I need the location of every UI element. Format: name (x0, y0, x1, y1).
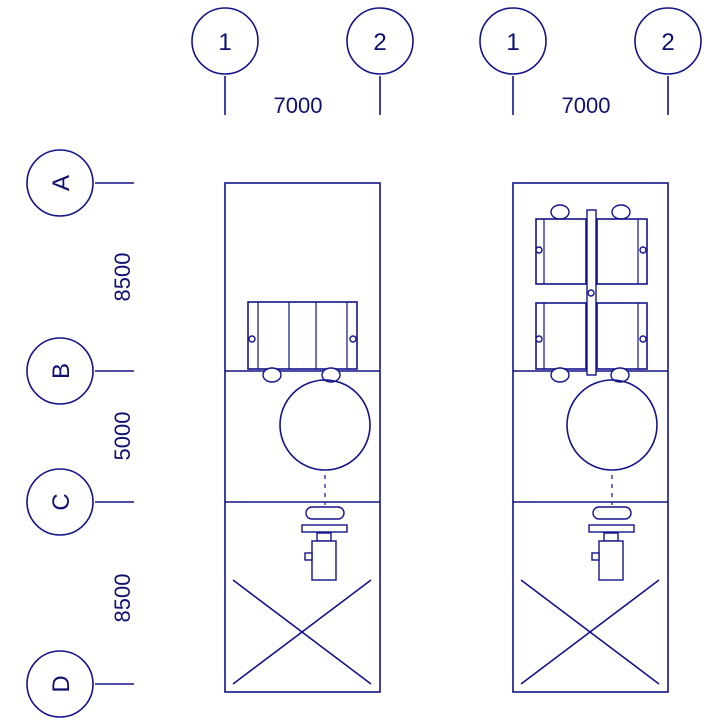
rail-pin (587, 289, 595, 297)
terminal-box (591, 552, 600, 561)
axis-bubble (26, 468, 94, 536)
dimension-bay-right: 7000 (562, 93, 611, 118)
axis-bubble (479, 7, 547, 75)
equipment-unit-lower (535, 302, 648, 383)
column-axis-right-1: 1 (479, 7, 547, 115)
axis-bubble (26, 149, 94, 217)
base-plate (588, 524, 635, 533)
axis-bubble (26, 337, 94, 405)
dimension-span-bc: 5000 (110, 412, 135, 461)
wheel-right (321, 367, 341, 383)
motor-assembly (301, 506, 348, 581)
void-cross (520, 579, 660, 685)
dimension-bay-left: 7000 (274, 93, 323, 118)
axis-label: D (48, 675, 75, 692)
axis-label: C (48, 493, 75, 510)
coupling (592, 506, 632, 520)
row-axis-d: D (26, 650, 134, 718)
bay-outline (512, 182, 669, 693)
flange (603, 532, 619, 542)
tank-circle (566, 379, 658, 471)
plan-left (224, 182, 381, 693)
row-axis-c: C (26, 468, 134, 536)
column-axis-left-1: 1 (191, 7, 259, 115)
row-axis-b: B (26, 337, 134, 405)
column-axis-left-2: 2 (346, 7, 414, 115)
axis-label: 1 (218, 29, 231, 56)
axis-bubble (346, 7, 414, 75)
plan-right (512, 182, 669, 693)
dimension-span-ab: 8500 (110, 253, 135, 302)
bay-outline (224, 182, 381, 693)
axis-bubble (26, 650, 94, 718)
motor-body (598, 540, 624, 581)
axis-bubble (634, 7, 702, 75)
motor-assembly (588, 506, 635, 581)
axis-bubble (191, 7, 259, 75)
axis-label: A (48, 175, 75, 191)
terminal-box (304, 552, 313, 561)
coupling (305, 506, 345, 520)
equipment-unit (247, 301, 358, 370)
row-axis-a: A (26, 149, 134, 217)
tank-circle (279, 379, 371, 471)
motor-body (311, 540, 337, 581)
dimension-span-cd: 8500 (110, 574, 135, 623)
unit-frame (247, 301, 358, 370)
axis-label: 1 (506, 29, 519, 56)
flange (316, 532, 332, 542)
column-axis-right-2: 2 (634, 7, 702, 115)
base-plate (301, 524, 348, 533)
axis-label: 2 (373, 29, 386, 56)
void-cross (232, 579, 372, 685)
wheel-left (262, 367, 282, 383)
equipment-unit-upper (535, 204, 648, 285)
axis-label: 2 (661, 29, 674, 56)
axis-label: B (48, 363, 75, 379)
